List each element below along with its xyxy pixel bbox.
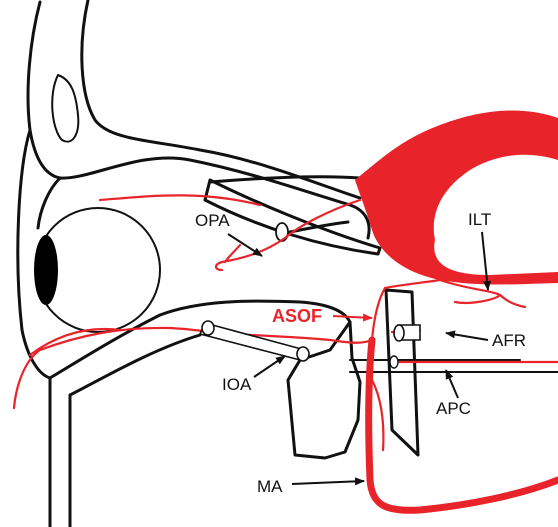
label-afr: AFR (492, 331, 526, 350)
eyeball (34, 208, 160, 332)
label-opa-group: OPA (195, 211, 262, 256)
label-apc-group: APC (436, 370, 471, 418)
pupil (34, 235, 58, 305)
label-asof: ASOF (272, 306, 322, 326)
label-opa: OPA (195, 211, 230, 230)
label-afr-group: AFR (446, 331, 526, 350)
label-ma-group: MA (257, 477, 364, 496)
asof-vessel (372, 288, 385, 340)
label-asof-group: ASOF (272, 306, 372, 326)
optic-canal (205, 180, 380, 254)
label-ioa: IOA (222, 375, 252, 394)
label-ioa-group: IOA (222, 356, 285, 394)
label-ilt: ILT (468, 210, 491, 229)
label-apc: APC (436, 399, 471, 418)
internal-carotid-artery (355, 111, 558, 285)
label-ma: MA (257, 477, 283, 496)
